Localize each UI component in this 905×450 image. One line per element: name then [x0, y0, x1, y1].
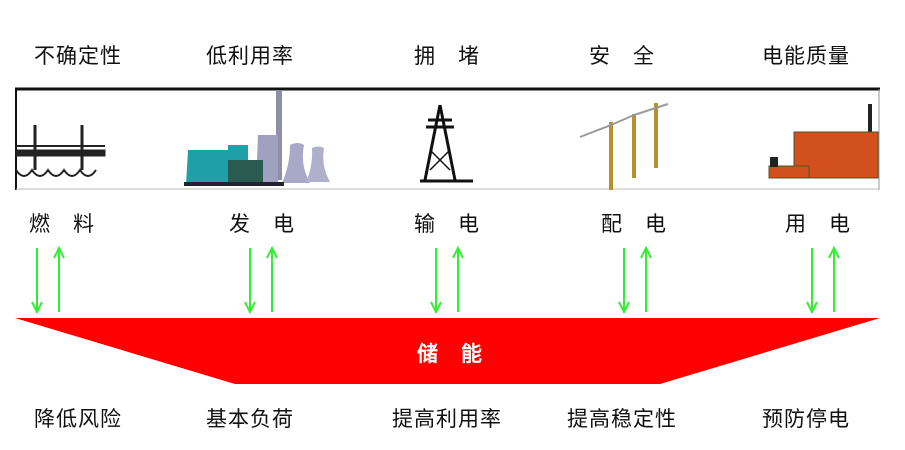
up-arrow: [53, 245, 65, 312]
factory-icon: [768, 104, 879, 179]
up-arrow: [640, 245, 652, 312]
stage-label: 用 电: [785, 212, 851, 236]
storage-label: 储 能: [417, 342, 483, 366]
problem-label: 不确定性: [34, 44, 122, 68]
stage-label: 输 电: [414, 212, 480, 236]
stage-label: 燃 料: [29, 212, 95, 236]
benefit-label: 提高利用率: [392, 407, 502, 431]
down-arrow: [31, 248, 43, 315]
image-strip-frame: [15, 87, 880, 190]
down-arrow: [430, 248, 442, 315]
benefit-label: 基本负荷: [206, 407, 294, 431]
up-arrow: [266, 245, 278, 312]
benefit-label: 预防停电: [762, 407, 850, 431]
benefit-label: 降低风险: [34, 407, 122, 431]
fuel-pipeline-icon: [15, 125, 106, 177]
stage-label: 发 电: [229, 212, 295, 236]
problem-label: 低利用率: [206, 44, 294, 68]
distribution-poles-icon: [579, 103, 669, 190]
power-plant-icon: [184, 90, 330, 186]
storage-band: [15, 318, 880, 384]
problem-label: 安 全: [589, 44, 655, 68]
problem-label: 电能质量: [762, 44, 850, 68]
problem-label: 拥 堵: [414, 44, 480, 68]
down-arrow: [806, 248, 818, 315]
transmission-tower-icon: [420, 104, 473, 183]
down-arrow: [618, 248, 630, 315]
flow-arrows: [31, 245, 840, 315]
stage-label: 配 电: [601, 212, 667, 236]
up-arrow: [828, 245, 840, 312]
up-arrow: [452, 245, 464, 312]
down-arrow: [244, 248, 256, 315]
benefit-label: 提高稳定性: [567, 407, 677, 431]
